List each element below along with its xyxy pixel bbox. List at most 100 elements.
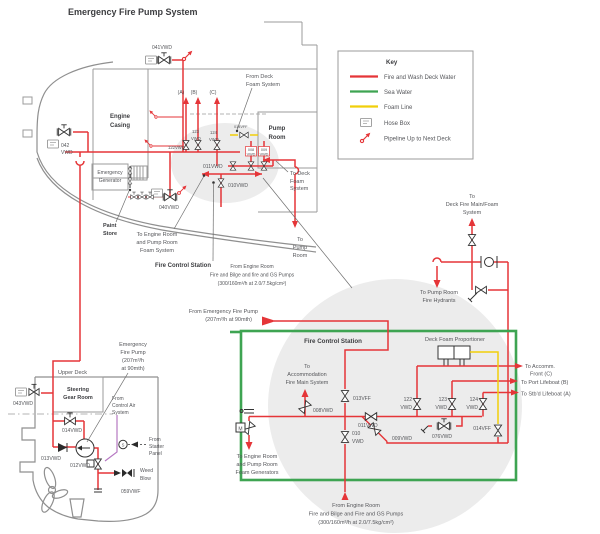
svg-text:009VWD: 009VWD [392,436,412,442]
svg-text:at 90mth): at 90mth) [121,366,144,372]
svg-text:123: 123 [439,397,448,403]
svg-text:011VWD: 011VWD [203,164,223,170]
svg-text:Accommodation: Accommodation [287,372,326,378]
svg-text:Weed: Weed [140,468,153,474]
svg-text:008: 008 [248,148,254,152]
svg-text:To Accomm.: To Accomm. [525,364,555,370]
weed-blow-valve [114,469,135,477]
svg-text:Starter: Starter [149,444,164,450]
svg-text:From Engine Room: From Engine Room [230,264,273,270]
hose-box-icon [145,55,157,65]
svg-text:To: To [304,364,310,370]
svg-text:Fire Main System: Fire Main System [286,380,329,386]
svg-text:and Pump Room: and Pump Room [136,240,178,246]
svg-text:Room: Room [293,253,308,259]
overview-valve-labels: 041VWD 042 VWD 040VWD 122VWD 123 VWD 124… [61,45,269,211]
svg-text:Fire Hydrants: Fire Hydrants [422,298,455,304]
emergency-generator-label: Generator [99,178,122,184]
svg-text:Foam System: Foam System [246,82,280,88]
steering-fire-water-piping [41,360,119,493]
svg-text:Emergency: Emergency [119,342,147,348]
paint-store-label: Paint [103,223,117,229]
svg-text:To Port Lifeboat (B): To Port Lifeboat (B) [521,380,569,386]
svg-text:To Engine Room: To Engine Room [237,454,278,460]
upper-deck-label: Upper Deck [58,370,87,376]
svg-text:To Engine Room: To Engine Room [137,232,178,238]
pump-icon [480,256,498,268]
svg-text:VWD: VWD [209,137,219,142]
svg-text:(207m³/h at 90mth): (207m³/h at 90mth) [205,317,252,323]
svg-text:124: 124 [470,397,479,403]
svg-text:Pump: Pump [293,245,307,251]
svg-text:From Emergency Fire Pump: From Emergency Fire Pump [189,309,258,315]
svg-text:059VWF: 059VWF [121,489,140,495]
svg-text:Panel: Panel [149,451,162,457]
valve-012vwd [86,458,102,470]
emergency-fire-pump-icon [75,438,95,458]
fcs-foam-line [470,351,499,424]
svg-text:From: From [149,437,161,443]
svg-text:System: System [290,186,309,192]
svg-text:(300/160m³/h at 2.0/7.5kg/cm²): (300/160m³/h at 2.0/7.5kg/cm²) [218,281,287,287]
key-item-label: Sea Water [384,90,412,96]
svg-text:Deck Fire Main/Foam: Deck Fire Main/Foam [446,202,499,208]
fire-control-station-detail: Fire Control Station Deck Foam Proportio… [189,309,571,526]
svg-text:124: 124 [210,130,218,135]
svg-text:013VWD: 013VWD [41,456,61,462]
svg-text:System: System [112,410,129,416]
svg-text:040VWD: 040VWD [159,205,179,211]
svg-text:Foam: Foam [290,179,304,185]
svg-text:(B): (B) [191,90,198,96]
key-item-label: Fire and Wash Deck Water [384,75,456,81]
pump-room-label: Pump [269,126,286,132]
starter-symbol: S [122,443,125,448]
steering-gear-area: Upper Deck Steering Gear Room [8,342,164,522]
svg-text:To Stb'd Lifeboat (A): To Stb'd Lifeboat (A) [521,392,571,398]
svg-text:VWD: VWD [191,136,201,141]
svg-text:Blow: Blow [140,476,151,482]
svg-text:Front (C): Front (C) [530,372,552,378]
svg-text:011VWD: 011VWD [358,423,378,429]
engine-casing-label: Engine [110,114,131,120]
fire-control-station-box [239,329,518,482]
svg-text:and Pump Room: and Pump Room [236,462,278,468]
fire-control-station-pointer-label: Fire Control Station [155,263,211,269]
steering-gear-room-label: Steering [67,387,89,393]
svg-text:Fire and Bilge and Fire and GS: Fire and Bilge and Fire and GS Pumps [309,512,404,518]
engine-casing-label: Casing [110,123,130,129]
svg-text:009: 009 [261,148,267,152]
svg-text:014VFF: 014VFF [234,125,248,129]
svg-text:042: 042 [61,143,70,149]
svg-text:VWD: VWD [400,405,412,411]
hose-box-icon [47,139,59,149]
svg-text:From Deck: From Deck [246,74,273,80]
svg-text:VWD: VWD [435,405,447,411]
svg-text:(C): (C) [210,90,217,96]
steering-gear-room-label: Gear Room [63,395,93,401]
svg-text:043VWD: 043VWD [13,401,33,407]
key-legend: Key Fire and Wash Deck Water Sea Water F… [337,50,474,160]
room-labels: Engine Casing Pump Room Emergency Genera… [97,114,285,237]
propeller-icon [41,466,69,513]
svg-text:To Pump Room: To Pump Room [420,290,458,296]
svg-text:014VWD: 014VWD [62,428,82,434]
svg-text:To: To [297,237,303,243]
svg-text:From Engine Room: From Engine Room [332,503,380,509]
svg-text:To: To [469,194,475,200]
deck-main-riser: To Deck Fire Main/Foam System To Pump Ro… [420,194,509,443]
svg-text:076VWD: 076VWD [432,434,452,440]
svg-text:System: System [463,210,482,216]
key-title: Key [386,59,398,66]
svg-text:122: 122 [404,397,413,403]
key-item-label: Pipeline Up to Next Deck [384,137,452,143]
svg-text:012VWD: 012VWD [70,463,90,469]
svg-text:Foam Generators: Foam Generators [235,470,278,476]
foam-generator-valve: M [235,409,256,435]
svg-text:123: 123 [192,129,200,134]
svg-text:008VWD: 008VWD [313,408,333,414]
page-title: Emergency Fire Pump System [68,7,198,17]
magnifier-highlights [171,123,522,533]
svg-text:VWD: VWD [352,439,364,445]
